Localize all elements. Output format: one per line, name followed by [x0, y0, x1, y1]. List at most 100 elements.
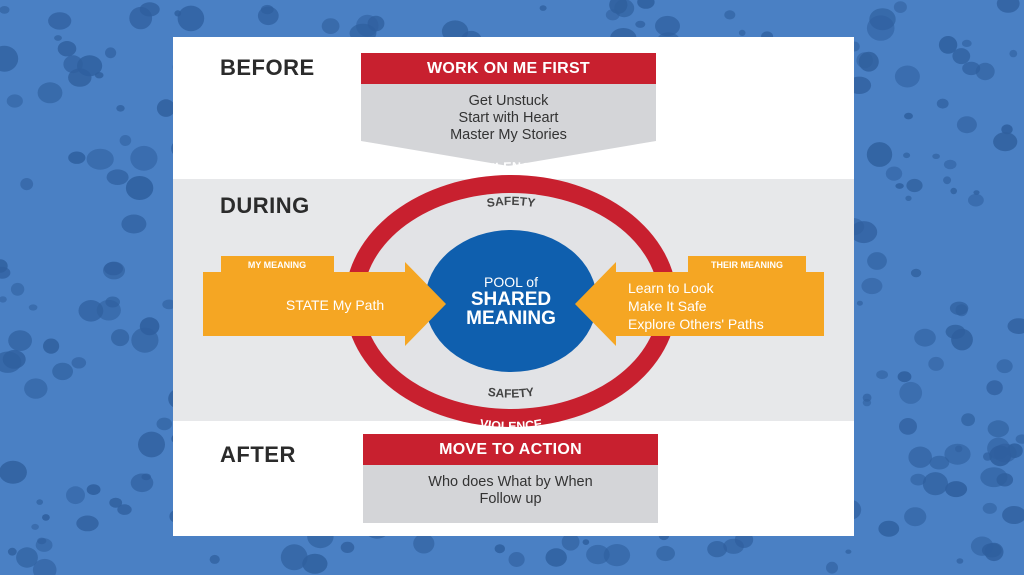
their-meaning-tab: [688, 256, 806, 272]
background-dot: [162, 299, 176, 310]
background-dot: [707, 541, 727, 558]
background-dot: [96, 299, 121, 321]
background-dot: [635, 20, 646, 28]
background-dot: [545, 548, 567, 567]
background-dot: [908, 446, 932, 468]
their-meaning-item: Explore Others' Paths: [628, 316, 764, 332]
background-dot: [943, 159, 957, 170]
background-dot: [78, 300, 104, 322]
background-dot: [656, 545, 675, 562]
background-dot: [609, 0, 628, 14]
violence-label: VIOLENCE: [479, 417, 544, 434]
background-dot: [156, 99, 176, 117]
phase-during-label: DURING: [220, 193, 310, 218]
phase-before-label: BEFORE: [220, 55, 315, 80]
background-dot: [936, 98, 949, 109]
background-dot: [922, 472, 949, 496]
pool-line-3: MEANING: [466, 308, 556, 329]
background-dot: [861, 277, 883, 295]
background-dot: [895, 183, 904, 189]
background-dot: [945, 481, 968, 498]
pool-line-1: POOL of: [484, 274, 538, 290]
background-dot: [944, 443, 971, 465]
background-dot: [116, 105, 125, 112]
background-dot: [302, 553, 328, 574]
their-meaning-label: THEIR MEANING: [711, 260, 783, 270]
background-dot: [37, 82, 63, 104]
background-dot: [111, 329, 130, 347]
background-dot: [982, 502, 997, 514]
background-dot: [48, 12, 72, 30]
background-dot: [955, 445, 963, 453]
background-dot: [340, 541, 355, 554]
background-dot: [862, 393, 872, 402]
before-arrow-box: [361, 84, 656, 166]
their-meaning-arrow: [575, 262, 824, 346]
background-dot: [962, 61, 981, 76]
background-dot: [280, 544, 308, 571]
background-dot: [156, 417, 173, 431]
background-dot: [508, 552, 525, 567]
after-item: Who does What by When: [428, 474, 593, 490]
background-dot: [866, 15, 895, 41]
background-dot: [130, 473, 154, 493]
background-dot: [910, 268, 922, 278]
background-dot: [603, 544, 631, 567]
background-dot: [54, 35, 62, 41]
background-dot: [0, 45, 19, 72]
background-dot: [125, 176, 154, 200]
my-meaning-label: MY MEANING: [248, 260, 306, 270]
background-dot: [209, 554, 220, 564]
background-dot: [943, 176, 952, 185]
background-dot: [42, 514, 50, 521]
before-item: Start with Heart: [458, 110, 559, 126]
background-dot: [929, 455, 950, 470]
background-dot: [119, 135, 132, 146]
background-dot: [86, 484, 101, 495]
background-dot: [996, 0, 1020, 13]
my-meaning-tab: [221, 256, 334, 272]
background-dot: [968, 193, 984, 207]
before-items: Get Unstuck Start with Heart Master My S…: [361, 93, 656, 144]
background-dot: [876, 370, 888, 380]
background-dot: [109, 497, 123, 508]
background-dot: [494, 544, 505, 554]
silence-label: SILENCE: [482, 160, 539, 176]
state-my-path-text: STATE My Path: [286, 297, 384, 313]
background-dot: [71, 357, 87, 369]
background-dot: [1009, 49, 1018, 58]
after-item: Follow up: [479, 491, 542, 507]
background-dot: [52, 362, 73, 381]
background-dot: [906, 178, 923, 193]
background-dot: [32, 558, 57, 575]
background-dot: [57, 41, 77, 57]
background-dot: [637, 0, 655, 9]
background-dot: [973, 190, 980, 195]
background-dot: [961, 413, 975, 427]
background-dot: [945, 324, 966, 339]
crucial-conversations-diagram: BEFORE DURING AFTER WORK ON ME FIRST Get…: [173, 37, 854, 536]
background-dot: [928, 356, 944, 371]
background-dot: [956, 558, 964, 564]
background-dot: [1002, 506, 1024, 524]
background-dot: [899, 418, 917, 435]
background-dot: [975, 62, 995, 81]
after-items: Who does What by When Follow up: [363, 465, 658, 523]
background-dot: [16, 547, 38, 568]
background-dot: [885, 166, 903, 181]
background-dot: [586, 544, 610, 565]
safety-top-label: SAFETY: [486, 194, 537, 210]
background-dot: [914, 328, 936, 347]
background-dot: [993, 132, 1018, 152]
background-dot: [996, 473, 1014, 487]
background-dot: [321, 18, 340, 34]
background-dot: [955, 304, 968, 317]
background-dot: [121, 214, 147, 234]
background-dot: [2, 350, 26, 369]
background-dot: [899, 381, 923, 404]
their-meaning-item: Learn to Look: [628, 280, 715, 296]
background-dot: [129, 6, 153, 30]
background-dot: [894, 65, 920, 88]
phase-after-label: AFTER: [220, 442, 296, 467]
background-dot: [724, 10, 736, 20]
